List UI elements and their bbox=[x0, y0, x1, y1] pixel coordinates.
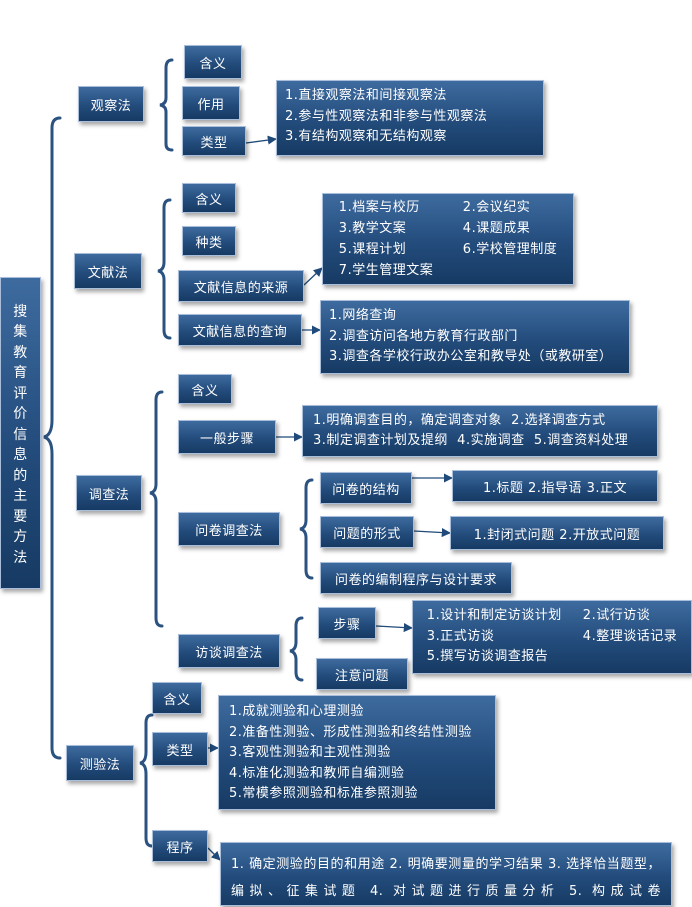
literature-query-node: 文献信息的查询 bbox=[178, 314, 302, 346]
list-item: 5.常模参照测验和标准参照测验 bbox=[229, 786, 418, 801]
observation-types-node: 类型 bbox=[182, 126, 246, 156]
q-form-node: 问题的形式 bbox=[320, 516, 414, 548]
observation-types-list: 1.直接观察法和间接观察法 2.参与性观察法和非参与性观察法 3.有结构观察和无… bbox=[276, 80, 544, 156]
literature-meaning-node: 含义 bbox=[182, 183, 236, 213]
list-item: 5.撰写访谈调查报告 bbox=[426, 649, 549, 665]
list-item: 1.设计和制定访谈计划 bbox=[426, 608, 562, 624]
test-procedure-text: 1. 确定测验的目的和用途 2. 明确要测量的学习结果 3. 选择恰当题型，编拟… bbox=[220, 842, 672, 906]
test-types-list: 1.成就测验和心理测验 2.准备性测验、形成性测验和终结性测验 3.客观性测验和… bbox=[218, 695, 496, 810]
root-node: 搜 集 教 育 评 价 信 息 的 主 要 方 法 bbox=[0, 277, 41, 589]
q-compile-node: 问卷的编制程序与设计要求 bbox=[320, 562, 512, 594]
list-item: 5.课程计划 bbox=[338, 242, 407, 257]
literature-sources-list: 1.档案与校历 2.会议纪实 3.教学文案 4.课题成果 5.课程计划 6.学校… bbox=[322, 193, 574, 285]
literature-sources-node: 文献信息的来源 bbox=[178, 270, 304, 302]
list-item: 6.学校管理制度 bbox=[462, 242, 558, 257]
list-item: 4.整理谈话记录 bbox=[582, 628, 678, 644]
test-types-node: 类型 bbox=[152, 732, 208, 766]
list-item: 1.档案与校历 bbox=[338, 200, 420, 215]
interview-notes-node: 注意问题 bbox=[316, 658, 408, 690]
q-structure-node: 问卷的结构 bbox=[320, 472, 412, 504]
list-item: 1.网络查询 bbox=[329, 308, 397, 323]
list-item: 2.会议纪实 bbox=[462, 200, 531, 215]
observation-node: 观察法 bbox=[78, 86, 144, 122]
literature-node: 文献法 bbox=[74, 253, 142, 289]
literature-kinds-node: 种类 bbox=[182, 226, 236, 256]
survey-steps-list: 1.明确调查目的，确定调查对象 2.选择调查方式 3.制定调查计划及提纲 4.实… bbox=[302, 405, 658, 457]
list-item: 3.有结构观察和无结构观察 bbox=[285, 129, 447, 144]
observation-meaning-node: 含义 bbox=[184, 45, 242, 79]
list-item: 3.调查各学校行政办公室和教导处（或教研室） bbox=[329, 349, 613, 364]
interview-steps-list: 1.设计和制定访谈计划 2.试行访谈 3.正式访谈 4.整理谈话记录 5.撰写访… bbox=[412, 600, 692, 674]
q-form-list: 1.封闭式问题 2.开放式问题 bbox=[450, 516, 664, 550]
interview-node: 访谈调查法 bbox=[178, 634, 280, 668]
list-item: 3.制定调查计划及提纲 4.实施调查 5.调查资料处理 bbox=[313, 433, 629, 448]
list-item: 2.调查访问各地方教育行政部门 bbox=[329, 328, 518, 344]
list-item: 3.正式访谈 bbox=[426, 628, 495, 644]
list-item: 7.学生管理文案 bbox=[338, 263, 434, 278]
interview-steps-node: 步骤 bbox=[318, 607, 376, 639]
list-item: 4.课题成果 bbox=[462, 221, 531, 236]
literature-query-list: 1.网络查询 2.调查访问各地方教育行政部门 3.调查各学校行政办公室和教导处（… bbox=[320, 300, 630, 374]
test-meaning-node: 含义 bbox=[152, 682, 202, 714]
list-item: 3.客观性测验和主观性测验 bbox=[229, 745, 391, 760]
list-item: 1.成就测验和心理测验 bbox=[229, 704, 364, 719]
survey-meaning-node: 含义 bbox=[178, 374, 232, 404]
survey-steps-node: 一般步骤 bbox=[178, 420, 276, 454]
survey-node: 调查法 bbox=[76, 475, 142, 511]
list-item: 2.准备性测验、形成性测验和终结性测验 bbox=[229, 724, 472, 740]
list-item: 2.参与性观察法和非参与性观察法 bbox=[285, 108, 488, 124]
list-item: 1.直接观察法和间接观察法 bbox=[285, 88, 447, 103]
observation-function-node: 作用 bbox=[182, 86, 240, 120]
q-structure-list: 1.标题 2.指导语 3.正文 bbox=[452, 470, 658, 502]
test-procedure-node: 程序 bbox=[152, 830, 208, 862]
list-item: 4.标准化测验和教师自编测验 bbox=[229, 765, 405, 781]
questionnaire-node: 问卷调查法 bbox=[178, 512, 280, 546]
list-item: 1.明确调查目的，确定调查对象 2.选择调查方式 bbox=[313, 413, 606, 428]
list-item: 2.试行访谈 bbox=[582, 608, 651, 624]
test-node: 测验法 bbox=[66, 745, 134, 781]
list-item: 3.教学文案 bbox=[338, 221, 407, 236]
